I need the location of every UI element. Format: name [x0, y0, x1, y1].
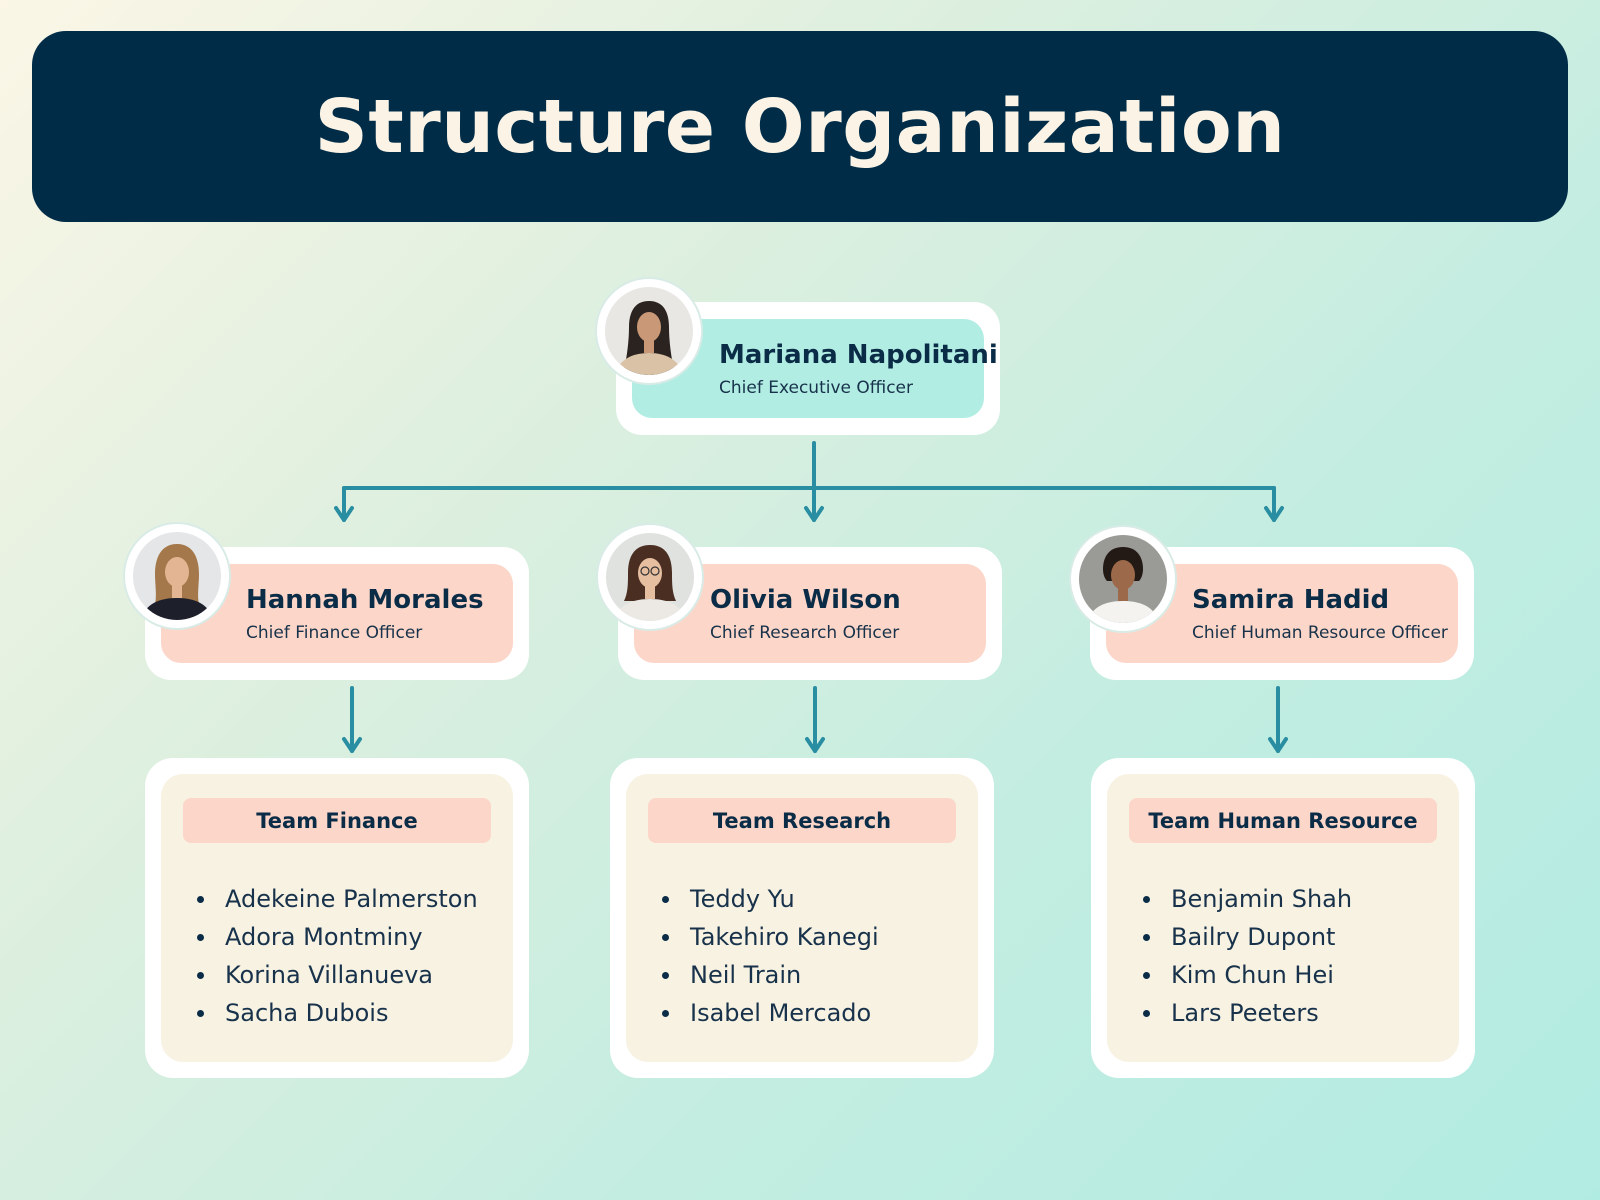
chief-name: Samira Hadid: [1192, 585, 1390, 615]
chief-name: Olivia Wilson: [710, 585, 901, 615]
list-item: Korina Villanueva: [197, 956, 478, 994]
team-card-hr: Team Human Resource Benjamin Shah Bailry…: [1091, 758, 1475, 1078]
person-photo-icon: [605, 287, 693, 375]
team-card-finance: Team Finance Adekeine Palmerston Adora M…: [145, 758, 529, 1078]
arrowhead-olivia: [804, 506, 824, 522]
list-item: Neil Train: [662, 956, 879, 994]
arrowhead-samira: [1264, 506, 1284, 522]
chief-title: Chief Research Officer: [710, 623, 900, 643]
arrowhead-hannah: [334, 506, 354, 522]
team-name: Team Human Resource: [1129, 798, 1437, 843]
team-name: Team Finance: [183, 798, 491, 843]
arrowhead-research-team: [805, 737, 825, 753]
title-banner: Structure Organization: [32, 31, 1568, 222]
list-item: Sacha Dubois: [197, 994, 478, 1032]
list-item: Takehiro Kanegi: [662, 918, 879, 956]
arrowhead-hr-team: [1268, 737, 1288, 753]
team-name: Team Research: [648, 798, 956, 843]
samira-avatar: [1071, 527, 1175, 631]
ceo-card: Mariana Napolitani Chief Executive Offic…: [616, 302, 1000, 435]
arrowhead-finance-team: [342, 737, 362, 753]
chief-name: Hannah Morales: [246, 585, 484, 615]
list-item: Teddy Yu: [662, 880, 879, 918]
list-item: Isabel Mercado: [662, 994, 879, 1032]
list-item: Adora Montminy: [197, 918, 478, 956]
list-item: Adekeine Palmerston: [197, 880, 478, 918]
list-item: Benjamin Shah: [1142, 880, 1352, 918]
olivia-avatar: [598, 525, 702, 629]
list-item: Bailry Dupont: [1142, 918, 1352, 956]
team-member-list: Benjamin Shah Bailry Dupont Kim Chun Hei…: [1139, 880, 1352, 1032]
ceo-title: Chief Executive Officer: [719, 378, 913, 398]
ceo-name: Mariana Napolitani: [719, 340, 998, 370]
team-member-list: Adekeine Palmerston Adora Montminy Korin…: [193, 880, 478, 1032]
chief-title: Chief Finance Officer: [246, 623, 423, 643]
page-title: Structure Organization: [314, 83, 1286, 170]
team-card-research: Team Research Teddy Yu Takehiro Kanegi N…: [610, 758, 994, 1078]
person-photo-icon: [1079, 535, 1167, 623]
person-photo-icon: [133, 532, 221, 620]
list-item: Lars Peeters: [1142, 994, 1352, 1032]
list-item: Kim Chun Hei: [1142, 956, 1352, 994]
chief-title: Chief Human Resource Officer: [1192, 623, 1448, 643]
person-photo-icon: [606, 533, 694, 621]
ceo-avatar: [597, 279, 701, 383]
team-member-list: Teddy Yu Takehiro Kanegi Neil Train Isab…: [658, 880, 879, 1032]
hannah-avatar: [125, 524, 229, 628]
